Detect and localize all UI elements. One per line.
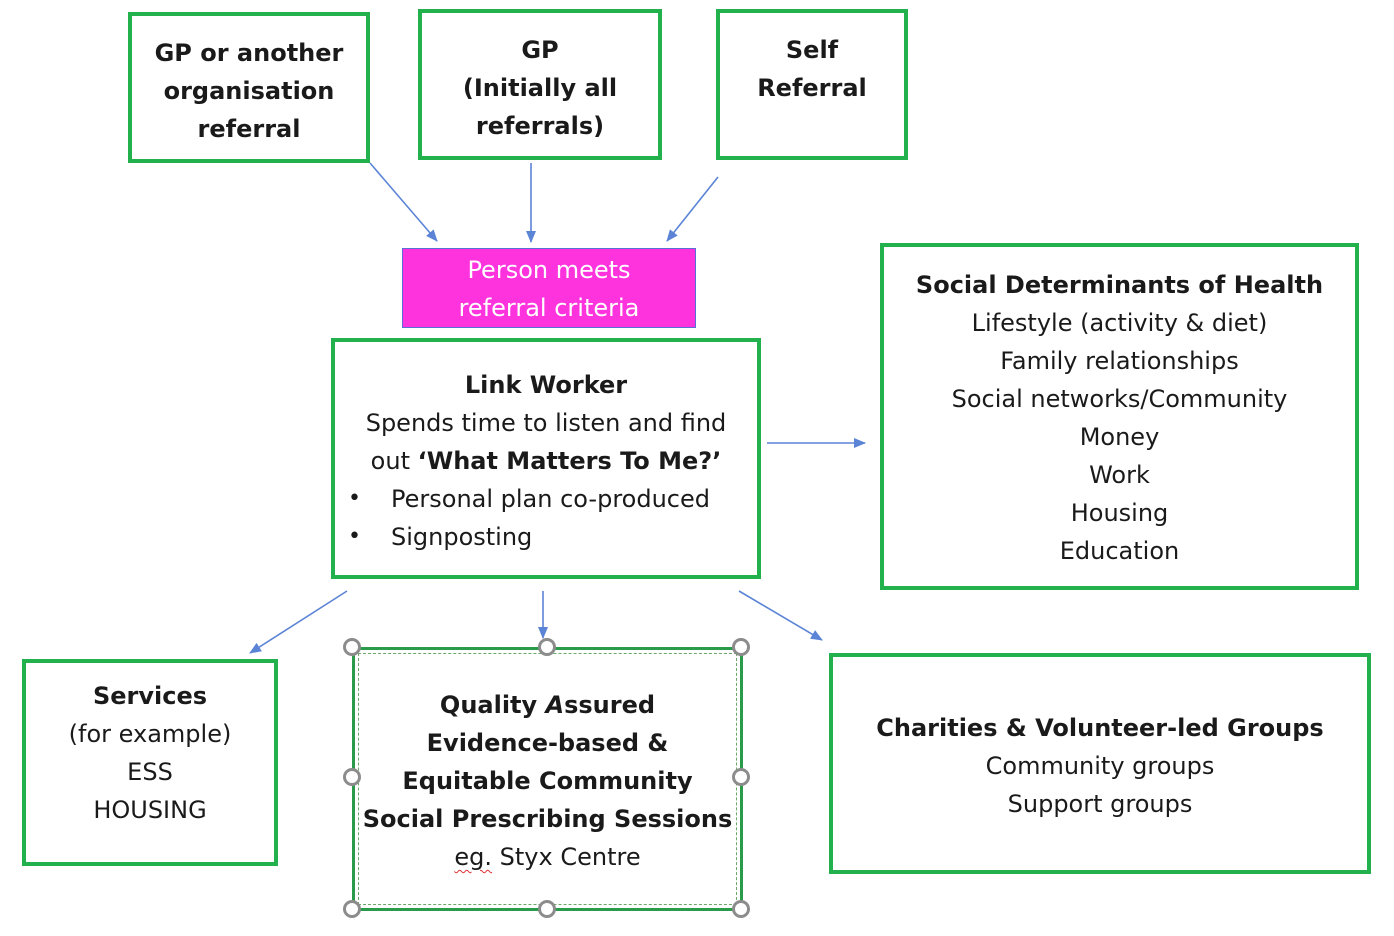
link-worker-line-2: out ‘What Matters To Me?’	[335, 442, 757, 480]
assured-initial: A	[545, 691, 565, 719]
services-box: Services (for example) ESS HOUSING	[22, 659, 278, 866]
gp-or-other-line-3: referral	[197, 115, 301, 143]
link-worker-bullets: Personal plan co-produced Signposting	[335, 480, 757, 556]
resize-handle-middle-left[interactable]	[343, 768, 361, 786]
charities-title: Charities & Volunteer-led Groups	[876, 714, 1324, 742]
gp-or-other-line-1: GP or another	[154, 39, 344, 67]
determinant-item: Education	[1059, 537, 1180, 565]
resize-handle-top-middle[interactable]	[538, 638, 556, 656]
determinant-item: Family relationships	[1000, 347, 1239, 375]
gp-initial-referral-box: GP (Initially all referrals)	[418, 9, 662, 160]
social-determinants-box: Social Determinants of Health Lifestyle …	[880, 243, 1359, 590]
self-referral-line-1: Self	[785, 36, 839, 64]
assured-rest: ssured	[564, 691, 656, 719]
quality-word: Quality	[439, 691, 546, 719]
services-title: Services	[92, 682, 208, 710]
gp-initial-line-1: GP	[521, 36, 559, 64]
what-matters-question: ‘What Matters To Me?’	[417, 447, 722, 475]
quality-sessions-line-4: Social Prescribing Sessions	[362, 805, 733, 833]
quality-sessions-box[interactable]: Quality Assured Evidence-based & Equitab…	[352, 647, 743, 911]
determinant-item: Housing	[1070, 499, 1169, 527]
arrow-gp-other-to-criteria	[369, 162, 438, 242]
link-worker-title: Link Worker	[464, 371, 628, 399]
bullet-signposting: Signposting	[335, 518, 757, 556]
gp-or-other-referral-box: GP or another organisation referral	[128, 12, 370, 163]
charities-line: Support groups	[1007, 790, 1193, 818]
link-worker-line-2-prefix: out	[370, 447, 418, 475]
criteria-line-1: Person meets	[467, 256, 631, 284]
self-referral-box: Self Referral	[716, 9, 908, 160]
determinant-item: Lifestyle (activity & diet)	[971, 309, 1268, 337]
styx-centre-text: Styx Centre	[492, 843, 641, 871]
resize-handle-top-right[interactable]	[732, 638, 750, 656]
quality-sessions-line-1: Quality Assured	[355, 686, 740, 724]
resize-handle-bottom-left[interactable]	[343, 900, 361, 918]
charities-box: Charities & Volunteer-led Groups Communi…	[829, 653, 1371, 874]
link-worker-box: Link Worker Spends time to listen and fi…	[331, 338, 761, 579]
services-line: HOUSING	[93, 796, 207, 824]
resize-handle-bottom-right[interactable]	[732, 900, 750, 918]
services-line: ESS	[127, 758, 173, 786]
gp-initial-line-2: (Initially all	[462, 74, 618, 102]
spellcheck-underlined-eg: eg.	[454, 843, 493, 871]
referral-criteria-box: Person meets referral criteria	[402, 248, 696, 328]
arrow-self-to-criteria	[666, 176, 719, 242]
resize-handle-middle-right[interactable]	[732, 768, 750, 786]
determinant-item: Work	[1089, 461, 1150, 489]
charities-line: Community groups	[985, 752, 1215, 780]
quality-sessions-line-3: Equitable Community	[402, 767, 693, 795]
quality-sessions-example: eg. Styx Centre	[355, 838, 740, 876]
determinant-item: Social networks/Community	[951, 385, 1288, 413]
criteria-line-2: referral criteria	[458, 294, 640, 322]
link-worker-line-1: Spends time to listen and find	[365, 409, 727, 437]
arrow-link-to-charities	[738, 590, 823, 641]
bullet-personal-plan: Personal plan co-produced	[335, 480, 757, 518]
quality-sessions-line-2: Evidence-based &	[426, 729, 669, 757]
resize-handle-top-left[interactable]	[343, 638, 361, 656]
arrow-link-to-services	[249, 590, 348, 654]
services-line: (for example)	[68, 720, 232, 748]
gp-or-other-line-2: organisation	[163, 77, 335, 105]
determinant-item: Money	[1079, 423, 1160, 451]
gp-initial-line-3: referrals)	[475, 112, 605, 140]
self-referral-line-2: Referral	[757, 74, 867, 102]
social-determinants-title: Social Determinants of Health	[915, 271, 1324, 299]
resize-handle-bottom-middle[interactable]	[538, 900, 556, 918]
